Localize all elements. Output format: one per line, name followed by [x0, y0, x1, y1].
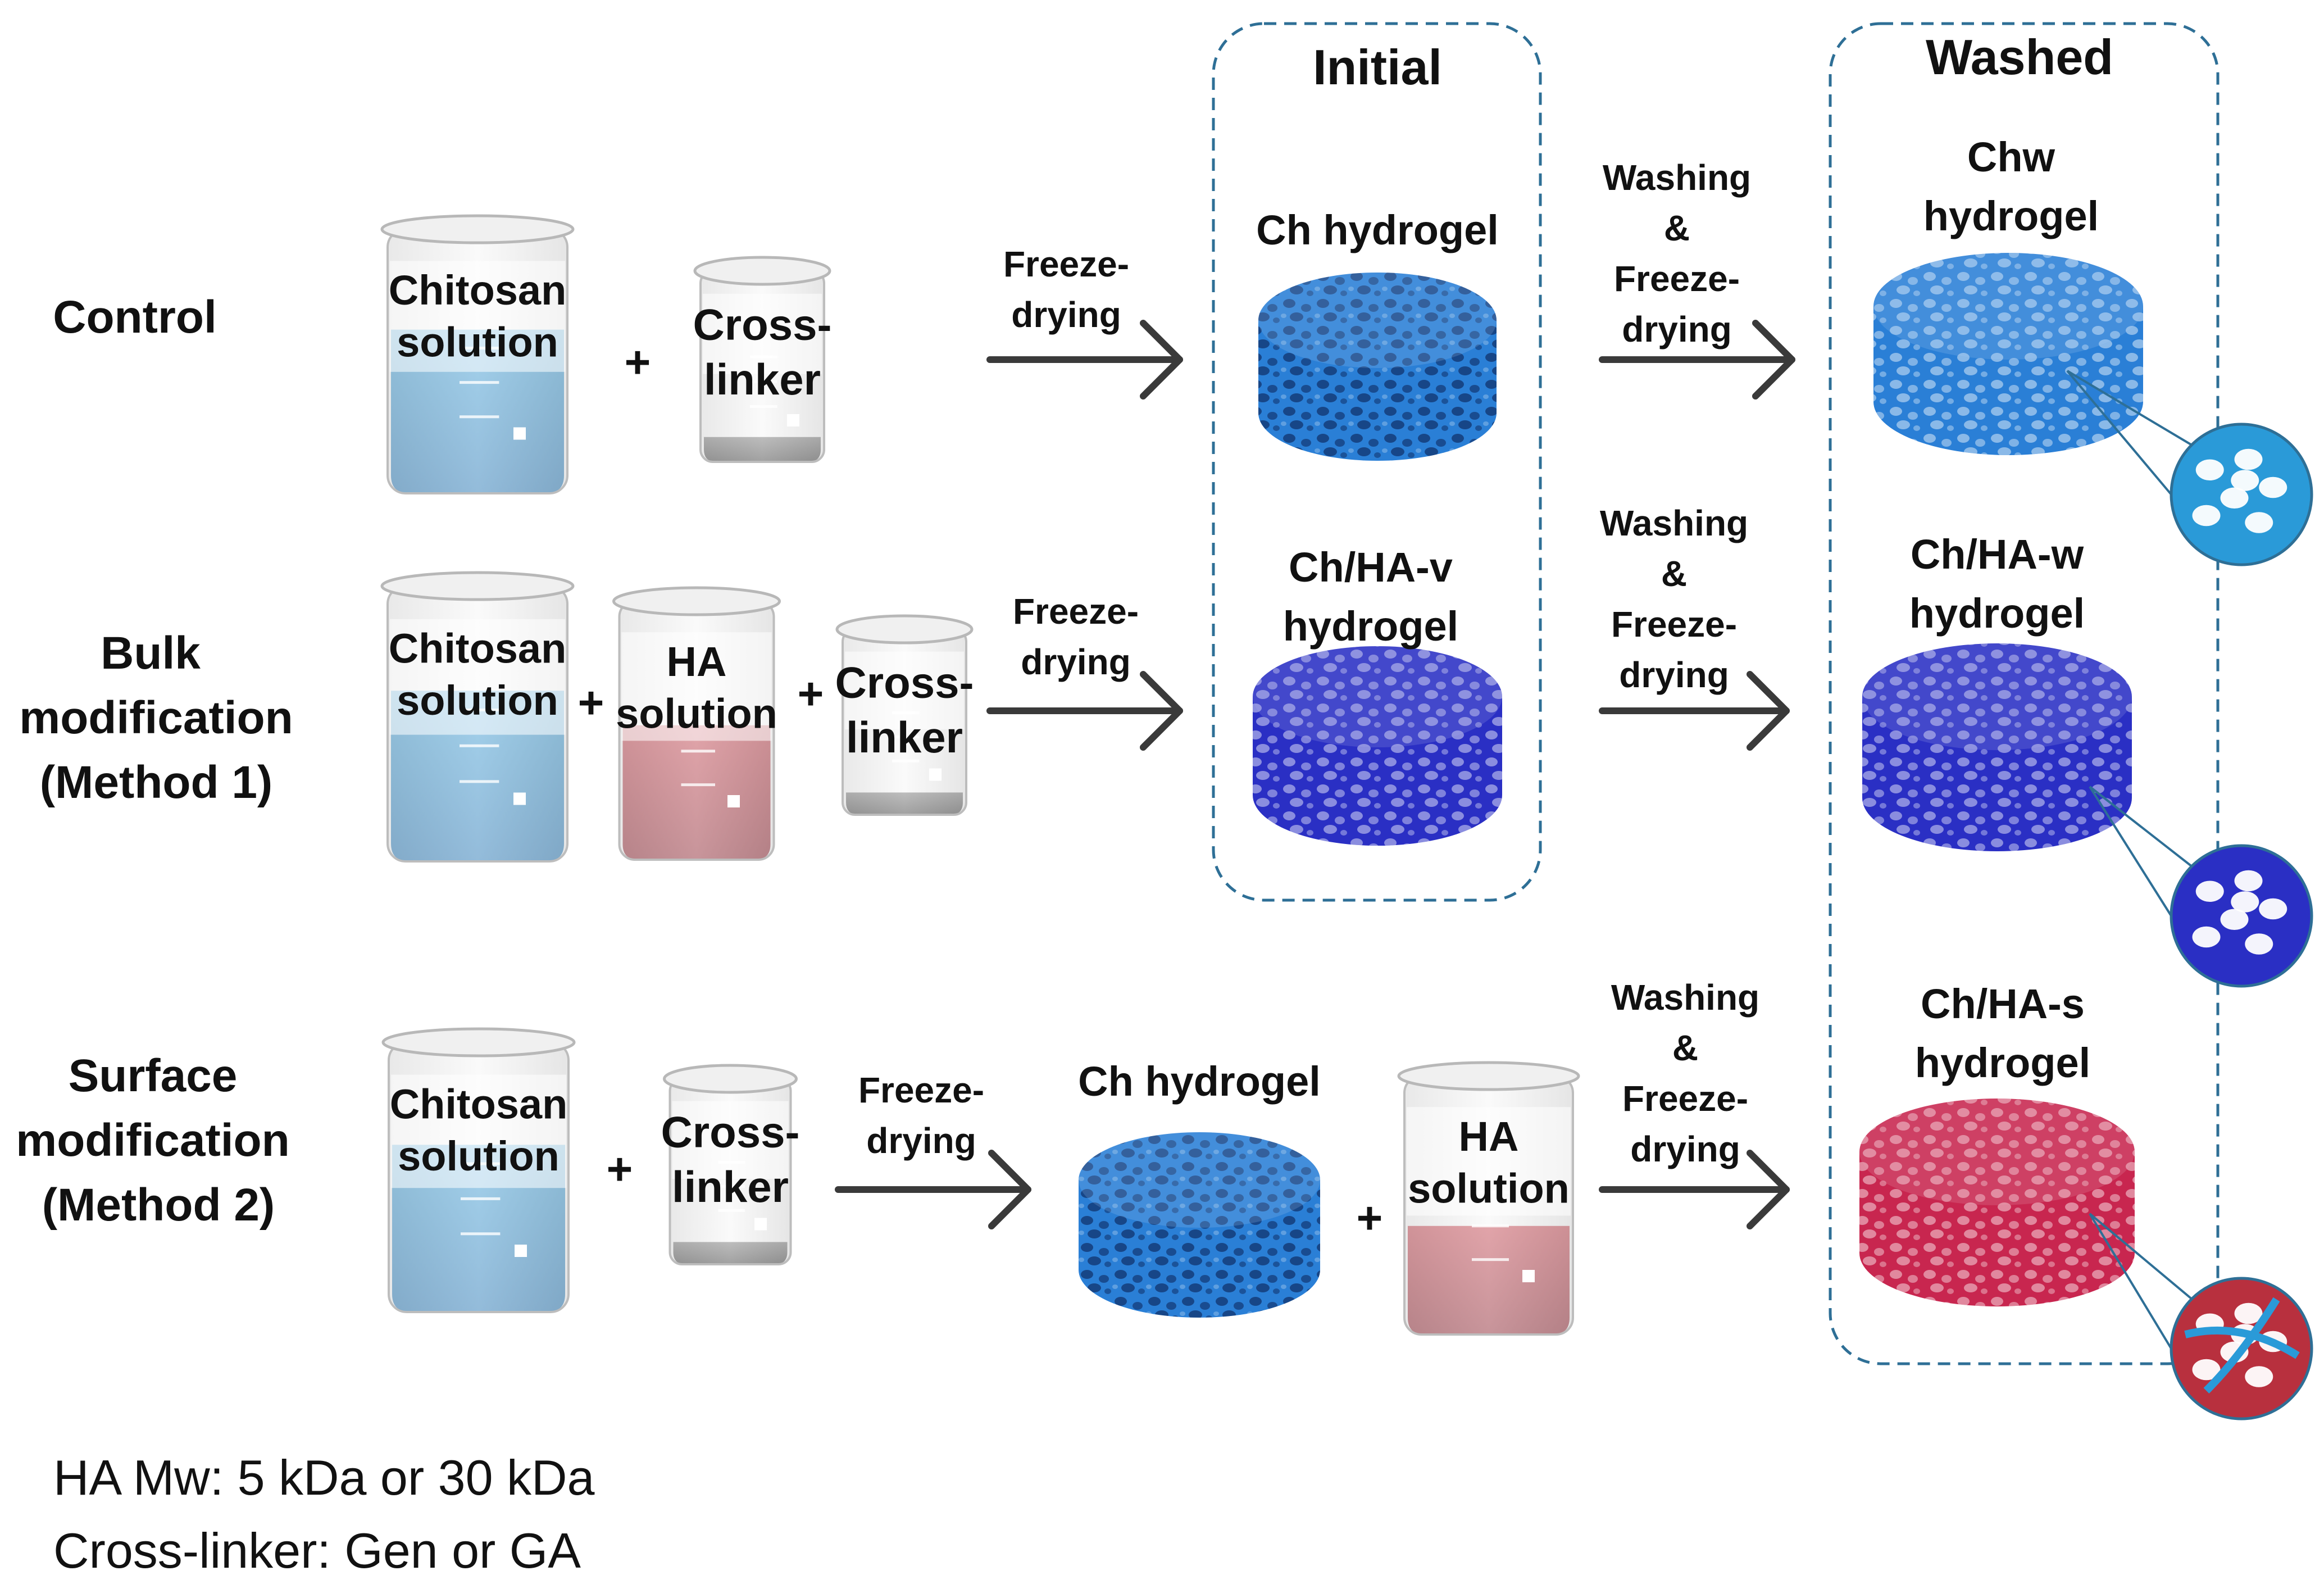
ha-solution-beaker: HA solution: [1397, 1061, 1580, 1336]
freeze-label-1: Freeze-: [858, 1070, 984, 1110]
product-label-ch-ha-w-2: hydrogel: [1909, 590, 2085, 637]
freeze-drying-arrow: [986, 320, 1183, 400]
product-label-ch-ha-v-1: Ch/HA-v: [1289, 544, 1453, 591]
product-label-ch-ha-w-1: Ch/HA-w: [1911, 531, 2084, 578]
beaker-label: Chitosan: [389, 625, 567, 672]
product-label-ch-ha-v-2: hydrogel: [1283, 603, 1458, 650]
freeze-drying-arrow: [986, 671, 1183, 751]
beaker-label: linker: [846, 712, 963, 762]
freeze-label-2: drying: [1011, 294, 1121, 335]
crosslinker-beaker: Cross-linker: [835, 614, 974, 816]
beaker-label: linker: [672, 1162, 789, 1211]
wash-label-4: drying: [1619, 655, 1729, 695]
row-label-bulk-3: (Method 1): [40, 757, 272, 808]
freeze-drying-arrow: [835, 1150, 1031, 1229]
washed-group-title: Washed: [1926, 29, 2113, 85]
ch-ha-w-hydrogel-scaffold: [1862, 643, 2132, 851]
wash-label-3: Freeze-: [1611, 604, 1737, 645]
beaker-label: HA: [667, 638, 727, 685]
ch-ha-s-hydrogel-scaffold: [1859, 1099, 2135, 1306]
washing-arrow: [1599, 320, 1795, 400]
wash-label-1: Washing: [1611, 977, 1759, 1018]
freeze-label-2: drying: [866, 1120, 976, 1161]
beaker-label: Cross-: [661, 1108, 799, 1157]
beaker-label: solution: [398, 1133, 560, 1179]
wash-label-3: Freeze-: [1622, 1078, 1748, 1119]
washed-group-box: [1829, 22, 2220, 1365]
note-ha-mw: HA Mw: 5 kDa or 30 kDa: [53, 1450, 595, 1505]
ch-ha-w-zoom-circle: [2089, 786, 2313, 988]
freeze-label-2: drying: [1021, 642, 1131, 682]
beaker-label: linker: [704, 355, 821, 404]
washing-arrow: [1599, 1150, 1790, 1229]
freeze-label-1: Freeze-: [1003, 244, 1129, 284]
row-label-surface-2: modification: [16, 1115, 289, 1166]
ch-ha-v-hydrogel-scaffold: [1253, 646, 1502, 846]
initial-group-title: Initial: [1313, 39, 1442, 95]
chw-zoom-circle: [2066, 370, 2313, 566]
ch-ha-s-zoom-circle: [2089, 1213, 2313, 1420]
wash-label-3: Freeze-: [1614, 258, 1740, 299]
beaker-label: Cross-: [693, 300, 831, 350]
wash-label-4: drying: [1630, 1129, 1740, 1169]
beaker-label: solution: [397, 677, 558, 724]
wash-label-1: Washing: [1600, 503, 1748, 543]
product-label-ch-ha-s-2: hydrogel: [1915, 1040, 2090, 1086]
beaker-label: Chitosan: [389, 267, 567, 314]
product-label-chw-1: Chw: [1967, 134, 2055, 180]
plus-sign: +: [607, 1144, 633, 1194]
product-label-ch-surface: Ch hydrogel: [1078, 1058, 1321, 1105]
wash-label-2: &: [1664, 208, 1690, 248]
beaker-label: HA: [1459, 1113, 1519, 1160]
plus-sign: +: [798, 669, 824, 719]
note-crosslinker: Cross-linker: Gen or GA: [53, 1523, 581, 1578]
chitosan-beaker: Chitosan solution: [380, 214, 575, 494]
initial-group-box: [1212, 22, 1542, 902]
beaker-label: solution: [1408, 1165, 1570, 1211]
freeze-label-1: Freeze-: [1013, 591, 1139, 632]
plus-sign: +: [625, 337, 651, 387]
row-label-control: Control: [53, 292, 216, 343]
ha-solution-beaker: HA solution: [612, 586, 781, 861]
crosslinker-beaker: Cross-linker: [693, 256, 832, 463]
beaker-label: solution: [397, 319, 558, 366]
ch-hydrogel-scaffold: [1258, 273, 1497, 461]
plus-sign: +: [578, 678, 604, 728]
product-label-chw-2: hydrogel: [1923, 193, 2099, 239]
beaker-label: Chitosan: [390, 1081, 568, 1127]
crosslinker-beaker: Cross-linker: [661, 1064, 800, 1265]
washing-arrow: [1599, 671, 1790, 751]
row-label-bulk-1: Bulk: [101, 628, 201, 679]
ch-hydrogel-scaffold: [1079, 1132, 1320, 1318]
product-label-ch-ha-s-1: Ch/HA-s: [1921, 981, 2085, 1027]
beaker-label: solution: [616, 690, 777, 737]
row-label-surface-3: (Method 2): [42, 1179, 275, 1231]
beaker-label: Cross-: [835, 658, 974, 707]
chitosan-beaker: Chitosan solution: [381, 1027, 576, 1313]
chw-hydrogel-scaffold: [1873, 253, 2143, 455]
wash-label-2: &: [1672, 1028, 1698, 1068]
row-label-surface-1: Surface: [69, 1050, 238, 1101]
chitosan-beaker: Chitosan solution: [380, 571, 575, 863]
wash-label-1: Washing: [1603, 157, 1751, 198]
wash-label-2: &: [1661, 553, 1687, 594]
product-label-ch: Ch hydrogel: [1256, 207, 1499, 253]
plus-sign: +: [1357, 1193, 1383, 1243]
row-label-bulk-2: modification: [19, 692, 293, 743]
wash-label-4: drying: [1622, 309, 1732, 350]
